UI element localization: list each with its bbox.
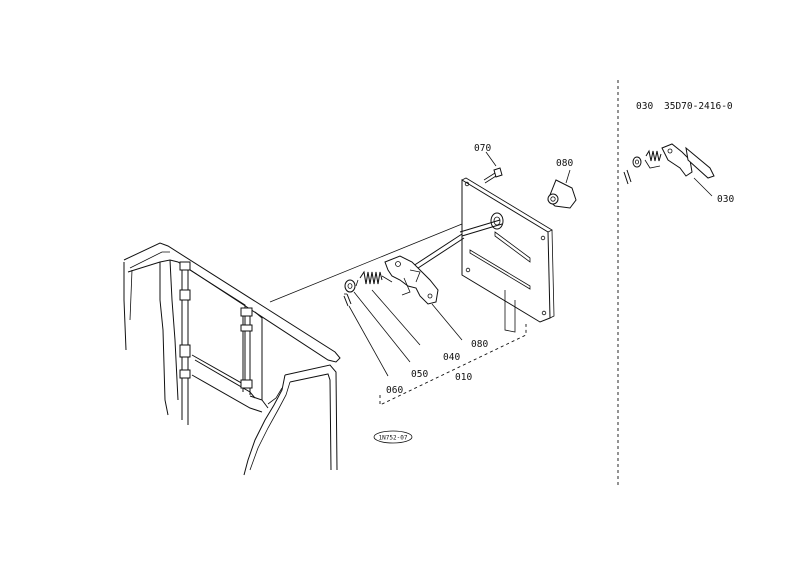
- shaft: [459, 219, 503, 237]
- callout-070: 070: [474, 143, 491, 154]
- cab-frame: [123, 242, 341, 476]
- callout-080-latch: 080: [471, 339, 488, 350]
- leader-frame-to-plate: [269, 223, 463, 303]
- callout-010: 010: [455, 372, 472, 383]
- callout-060: 060: [386, 385, 403, 396]
- part-070-bolt: [483, 151, 503, 184]
- mounting-plate: [461, 177, 555, 333]
- detail-030-assembly: [623, 143, 715, 197]
- part-040-spring: [355, 270, 421, 346]
- drawing-stamp: 1N752-07: [373, 430, 413, 444]
- part-060-pin: [343, 293, 389, 377]
- part-080-knob: [547, 169, 577, 209]
- part-030-latch: [384, 255, 463, 341]
- svg-text:1N752-07: 1N752-07: [379, 435, 408, 442]
- callout-040: 040: [443, 352, 460, 363]
- detail-part-number: 35D70-2416-0: [664, 101, 733, 112]
- detail-ref: 030: [636, 101, 653, 112]
- callout-030-detail: 030: [717, 194, 734, 205]
- assembly-bracket-010: [379, 324, 527, 406]
- callout-050: 050: [411, 369, 428, 380]
- part-050-washer: [344, 279, 411, 363]
- callout-080-knob: 080: [556, 158, 573, 169]
